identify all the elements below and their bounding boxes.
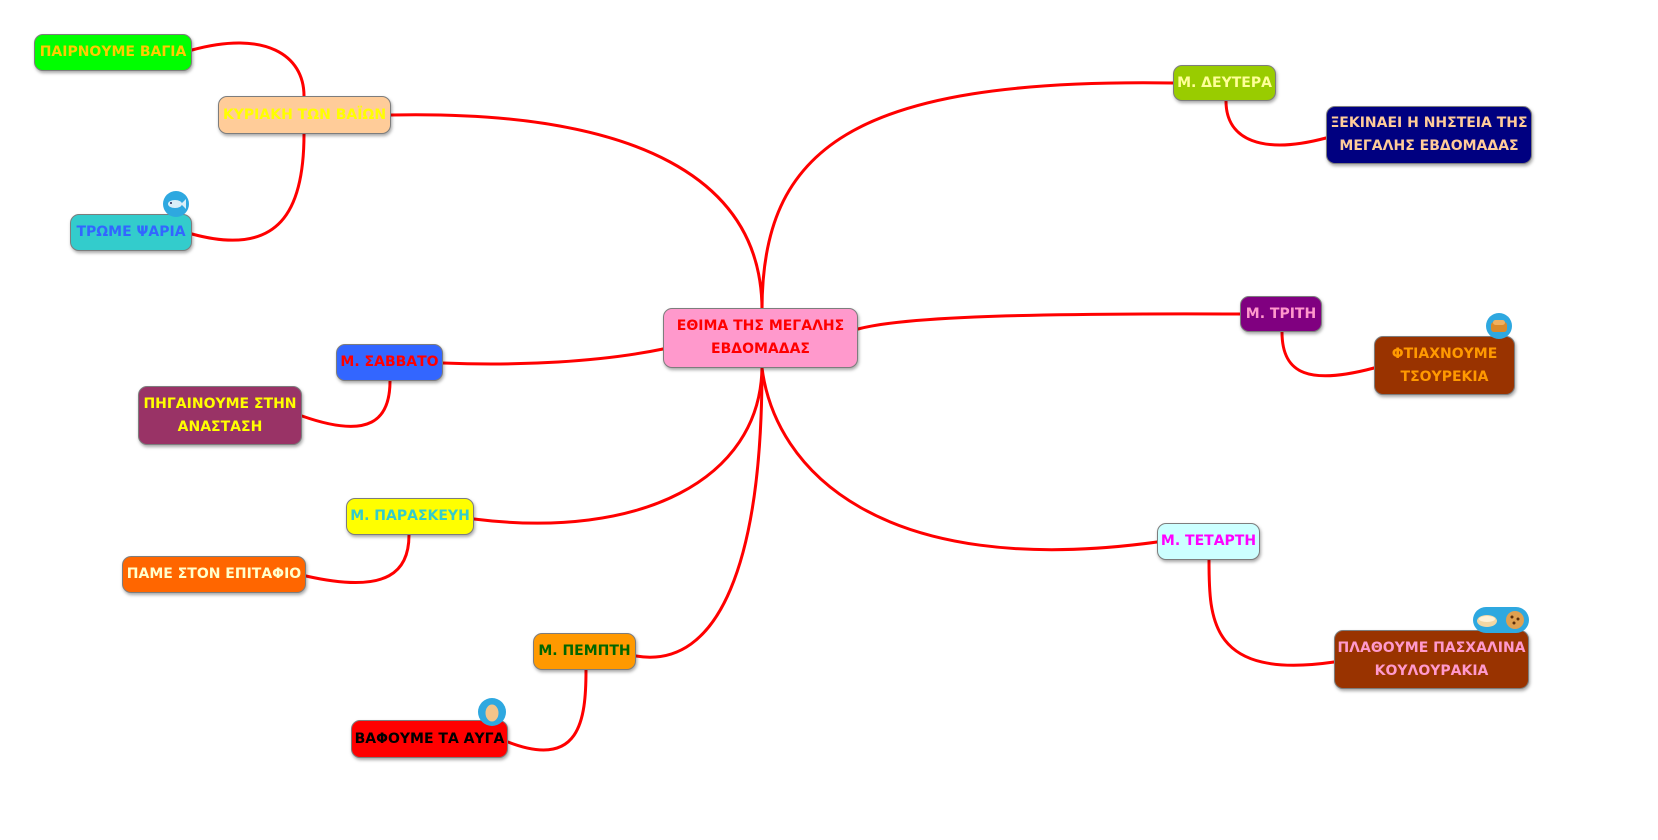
cookie-icon (1501, 607, 1529, 633)
leaf-label-line1: ΠΗΓΑΙΝΟΥΜΕ ΣΤΗΝ (143, 395, 297, 412)
branch-megali-deftera[interactable]: Μ. ΔΕΥΤΕΡΑ (1173, 65, 1276, 101)
branch-label: ΚΥΡΙΑΚΗ ΤΩΝ ΒΑΪΩΝ (222, 106, 387, 123)
fish-icon (163, 191, 189, 217)
branch-label: Μ. ΤΡΙΤΗ (1245, 305, 1317, 322)
egg-icon (478, 698, 506, 726)
link-central-kyriaki (389, 113, 764, 312)
link-pempti-avga (506, 668, 588, 752)
link-central-triti (856, 312, 1242, 331)
leaf-label: ΒΑΦΟΥΜΕ ΤΑ ΑΥΓΑ (354, 730, 505, 747)
leaf-label: ΠΑΙΡΝΟΥΜΕ ΒΑΓΙΑ (39, 44, 187, 60)
link-kyriaki-psaria (190, 132, 306, 242)
leaf-pame-ston-epitafio[interactable]: ΠΑΜΕ ΣΤΟΝ ΕΠΙΤΑΦΙΟ (122, 556, 306, 593)
leaf-label-line2: ΚΟΥΛΟΥΡΑΚΙΑ (1374, 662, 1489, 679)
branch-label: Μ. ΣΑΒΒΑΤΟ (340, 354, 439, 370)
central-topic-line2: ΕΒΔΟΜΑΔΑΣ (711, 341, 810, 357)
branch-megalo-savvato[interactable]: Μ. ΣΑΒΒΑΤΟ (336, 344, 443, 381)
link-central-pempti (634, 366, 764, 659)
branch-megali-pempti[interactable]: Μ. ΠΕΜΠΤΗ (533, 633, 636, 670)
leaf-label-line1: ΠΛΑΘΟΥΜΕ ΠΑΣΧΑΛΙΝΑ (1337, 639, 1526, 656)
leaf-pairnoume-vagia[interactable]: ΠΑΙΡΝΟΥΜΕ ΒΑΓΙΑ (34, 34, 192, 71)
link-central-paraskevi (472, 366, 764, 525)
link-triti-tsourekia (1280, 330, 1376, 378)
leaf-label: ΠΑΜΕ ΣΤΟΝ ΕΠΙΤΑΦΙΟ (126, 566, 302, 582)
branch-megali-paraskevi[interactable]: Μ. ΠΑΡΑΣΚΕΥΗ (346, 498, 474, 535)
central-topic[interactable]: ΕΘΙΜΑ ΤΗΣ ΜΕΓΑΛΗΣ ΕΒΔΟΜΑΔΑΣ (663, 308, 858, 368)
leaf-ftiachnoume-tsourekia[interactable]: ΦΤΙΑΧΝΟΥΜΕ ΤΣΟΥΡΕΚΙΑ (1374, 336, 1515, 395)
central-topic-line1: ΕΘΙΜΑ ΤΗΣ ΜΕΓΑΛΗΣ (676, 318, 845, 334)
branch-label: Μ. ΤΕΤΑΡΤΗ (1160, 533, 1257, 549)
bread-roll-icon (1473, 607, 1501, 633)
leaf-label-line1: ΞΕΚΙΝΑΕΙ Η ΝΗΣΤΕΙΑ ΤΗΣ (1330, 115, 1528, 131)
leaf-xekinaei-nisteia[interactable]: ΞΕΚΙΝΑΕΙ Η ΝΗΣΤΕΙΑ ΤΗΣ ΜΕΓΑΛΗΣ ΕΒΔΟΜΑΔΑΣ (1326, 106, 1532, 164)
branch-label: Μ. ΠΕΜΠΤΗ (538, 643, 631, 659)
branch-megali-triti[interactable]: Μ. ΤΡΙΤΗ (1240, 296, 1322, 332)
link-central-deftera (760, 81, 1175, 312)
branch-label: Μ. ΔΕΥΤΕΡΑ (1177, 74, 1272, 91)
link-central-tetarti (760, 366, 1159, 552)
leaf-vafoume-ta-avga[interactable]: ΒΑΦΟΥΜΕ ΤΑ ΑΥΓΑ (351, 720, 508, 758)
leaf-trome-psaria[interactable]: ΤΡΩΜΕ ΨΑΡΙΑ (70, 214, 192, 251)
bread-icon (1486, 313, 1512, 339)
leaf-label-line2: ΤΣΟΥΡΕΚΙΑ (1400, 368, 1489, 385)
leaf-label-line2: ΑΝΑΣΤΑΣΗ (177, 418, 263, 435)
leaf-label-line1: ΦΤΙΑΧΝΟΥΜΕ (1391, 345, 1498, 362)
link-deftera-nisteia (1224, 99, 1328, 147)
branch-kyriaki-ton-vaion[interactable]: ΚΥΡΙΑΚΗ ΤΩΝ ΒΑΪΩΝ (218, 96, 391, 134)
leaf-label: ΤΡΩΜΕ ΨΑΡΙΑ (76, 224, 186, 240)
leaf-plathoume-koulourakia[interactable]: ΠΛΑΘΟΥΜΕ ΠΑΣΧΑΛΙΝΑ ΚΟΥΛΟΥΡΑΚΙΑ (1334, 630, 1529, 689)
leaf-pigainoume-stin-anastasi[interactable]: ΠΗΓΑΙΝΟΥΜΕ ΣΤΗΝ ΑΝΑΣΤΑΣΗ (138, 386, 302, 445)
link-central-savvato (441, 347, 665, 366)
branch-label: Μ. ΠΑΡΑΣΚΕΥΗ (350, 508, 470, 524)
link-savvato-anastasi (300, 379, 392, 428)
link-paraskevi-epitafio (304, 533, 411, 585)
branch-megali-tetarti[interactable]: Μ. ΤΕΤΑΡΤΗ (1157, 523, 1260, 560)
leaf-label-line2: ΜΕΓΑΛΗΣ ΕΒΔΟΜΑΔΑΣ (1339, 138, 1519, 154)
link-kyriaki-vagia (190, 41, 306, 98)
link-tetarti-koulourakia (1207, 558, 1336, 667)
